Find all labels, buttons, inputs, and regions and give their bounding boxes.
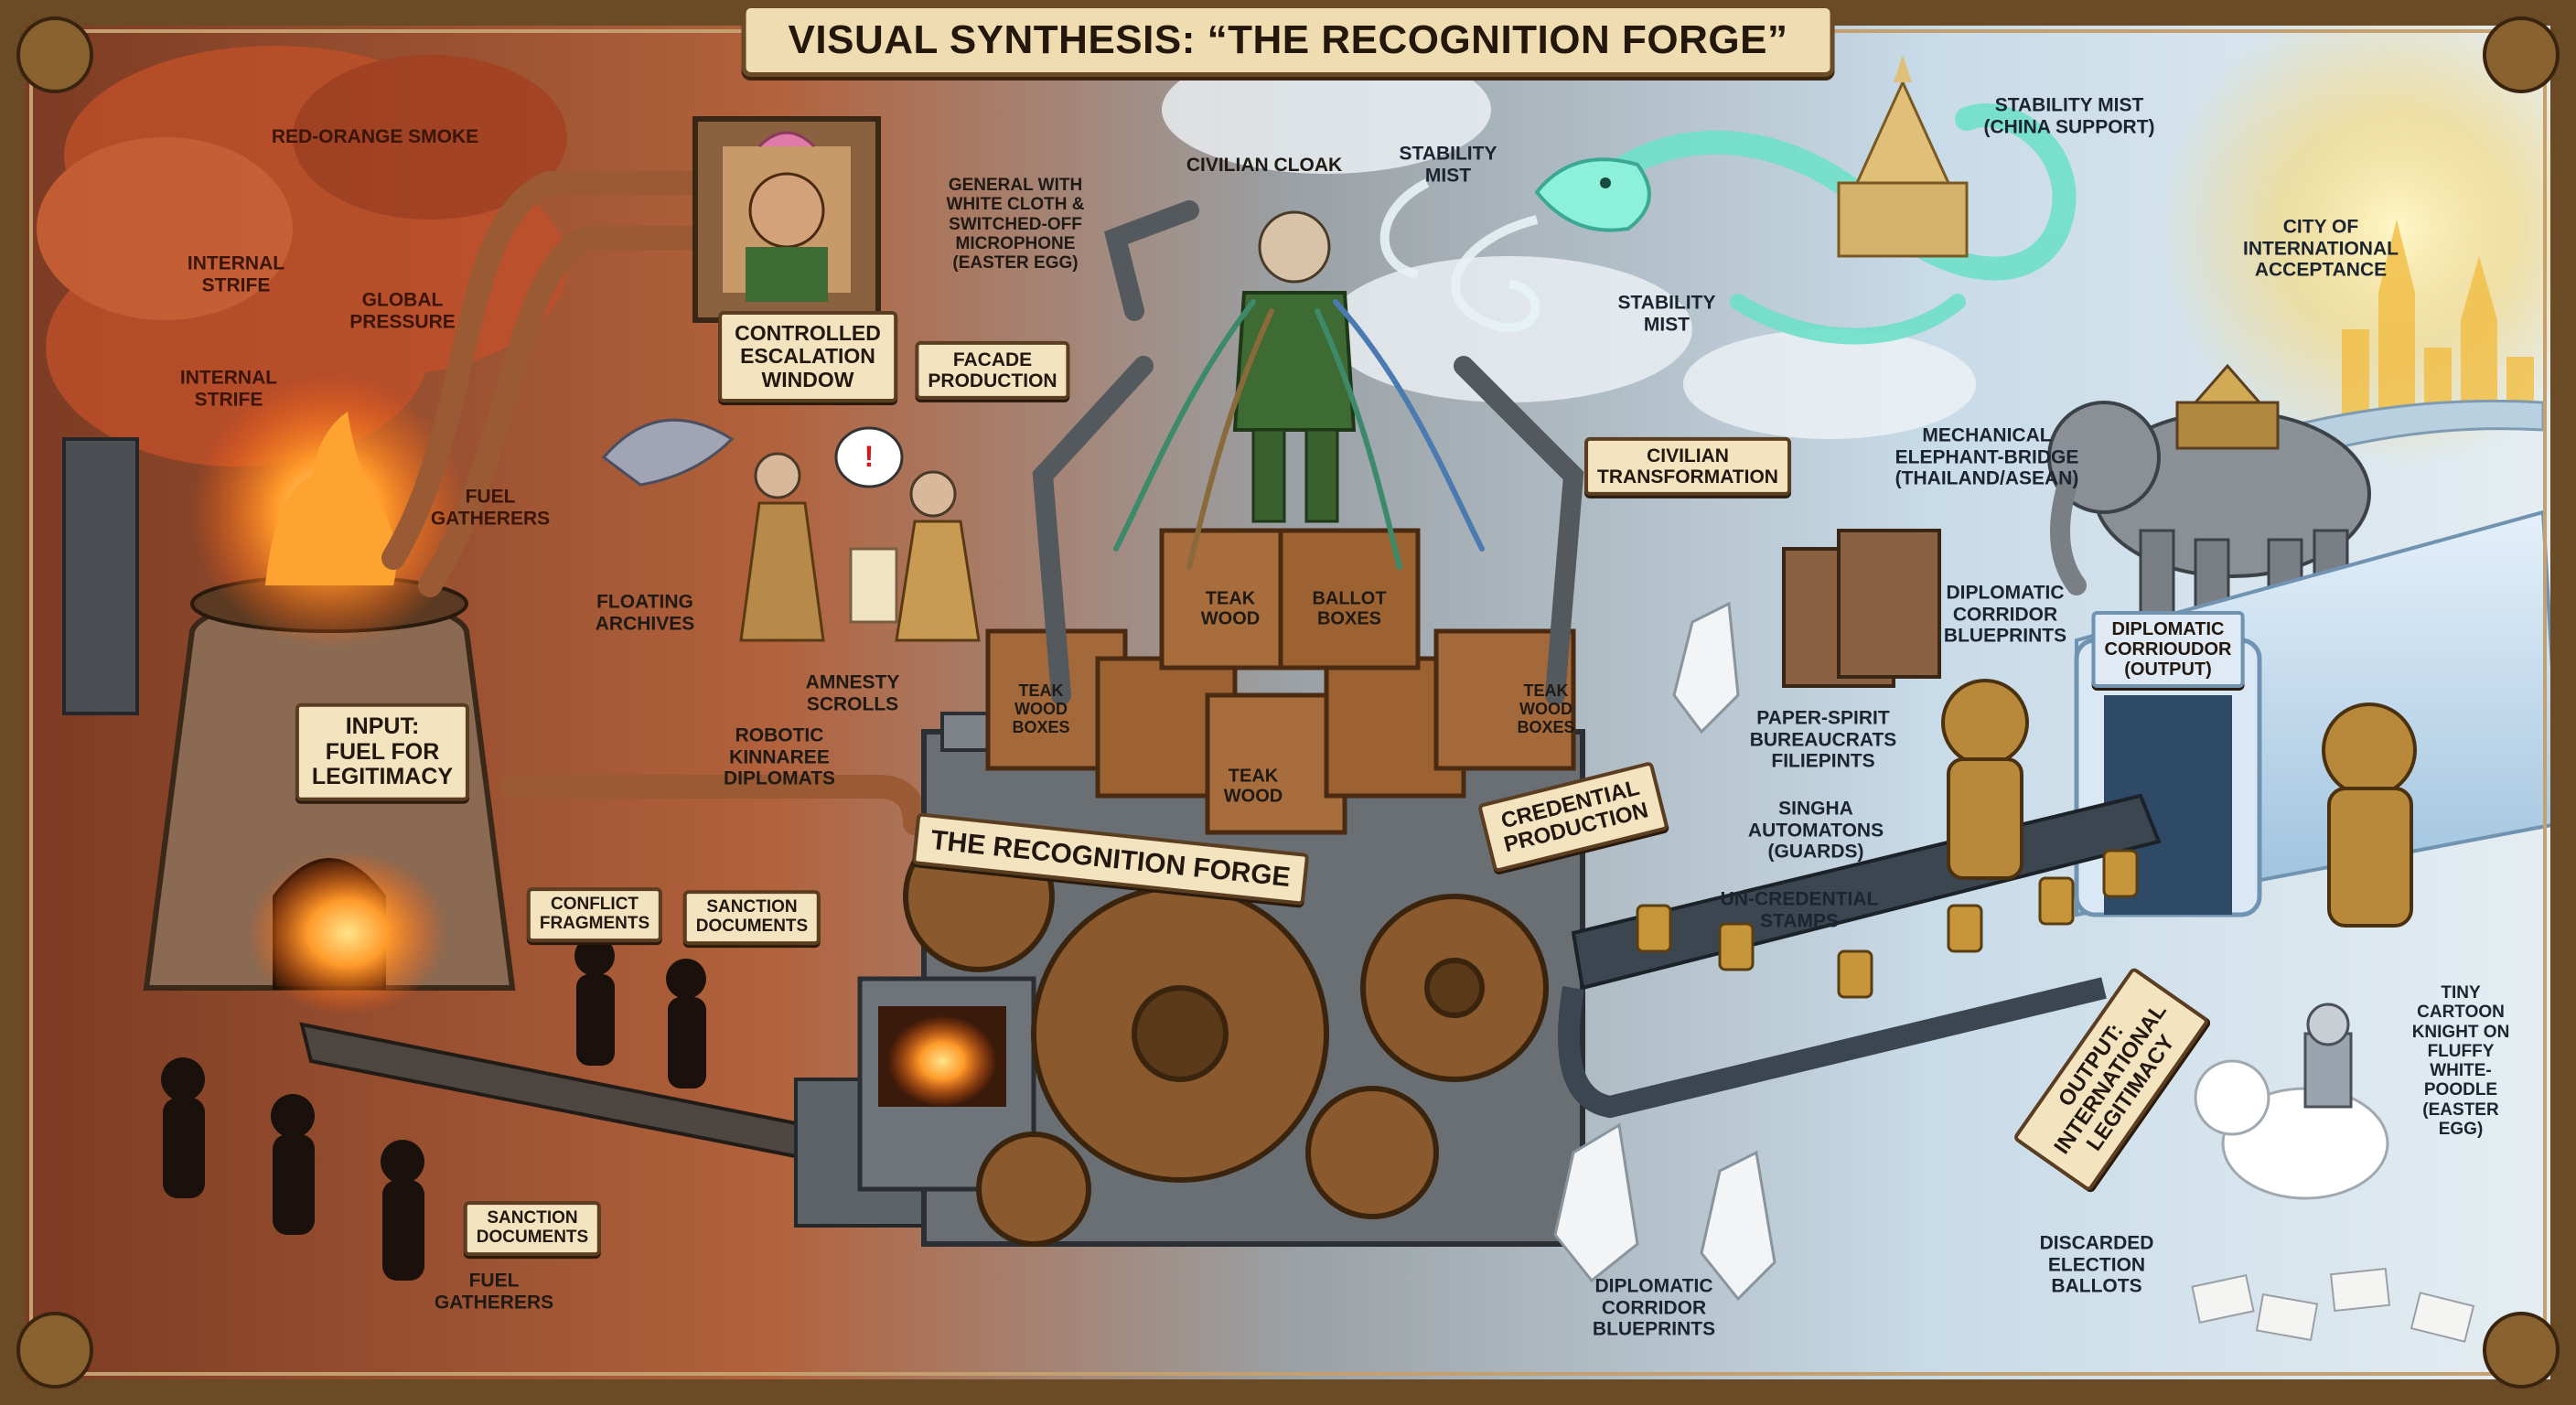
fuel-gatherer-silhouettes (161, 936, 706, 1281)
label-civilian-cloak: CIVILIAN CLOAK (1186, 155, 1343, 177)
plaque-diplomatic-corridor-output: DIPLOMATIC CORRIOUDOR (OUTPUT) (2091, 611, 2245, 688)
crate-label-teak-2: TEAK WOOD (1223, 766, 1283, 807)
floating-temple (1837, 55, 1969, 258)
stability-dragon (1589, 103, 2077, 345)
dragon-head (1534, 157, 1651, 232)
plaque-sanction-documents-1: SANCTION DOCUMENTS (682, 890, 821, 945)
label-stability-mist-1: STABILITY MIST (1399, 143, 1497, 186)
label-mechanical-elephant: MECHANICAL ELEPHANT-BRIDGE (THAILAND/ASE… (1894, 424, 2079, 489)
furnace-mouth-fire (247, 851, 448, 1015)
label-diplomatic-corridor-blueprints-1: DIPLOMATIC CORRIDOR BLUEPRINTS (1943, 582, 2067, 647)
label-singha-automatons: SINGHA AUTOMATONS (GUARDS) (1747, 798, 1884, 863)
label-un-credential-stamps: UN-CREDENTIAL STAMPS (1720, 888, 1879, 931)
crate-label-teak-1: TEAK WOOD (1200, 588, 1261, 629)
title-banner: VISUAL SYNTHESIS: “THE RECOGNITION FORGE… (741, 4, 1835, 77)
label-robotic-kinnaree: ROBOTIC KINNAREE DIPLOMATS (723, 724, 836, 789)
mechanical-elephant (2047, 363, 2371, 615)
crate-label-teak-boxes-2: TEAK WOOD BOXES (1517, 681, 1575, 737)
gears (903, 820, 1549, 1247)
knight-on-poodle (2194, 1003, 2389, 1200)
plaque-facade-production: FACADE PRODUCTION (915, 340, 1070, 401)
plaque-controlled-escalation: CONTROLLED ESCALATION WINDOW (718, 311, 897, 402)
label-fuel-gatherers-top: FUEL GATHERERS (430, 486, 551, 529)
label-stability-mist-2: STABILITY MIST (1617, 292, 1716, 335)
label-red-orange-smoke: RED-ORANGE SMOKE (271, 126, 479, 148)
label-discarded-ballots: DISCARDED ELECTION BALLOTS (2039, 1232, 2154, 1297)
plaque-sanction-documents-2: SANCTION DOCUMENTS (463, 1201, 602, 1256)
robotic-kinnaree (601, 418, 981, 642)
filing-cabinets (1782, 529, 1941, 688)
singha-automatons (1941, 679, 2417, 928)
escalation-window (692, 116, 881, 323)
label-fuel-gatherers-bottom: FUEL GATHERERS (434, 1270, 554, 1313)
label-stability-mist-china: STABILITY MIST (CHINA SUPPORT) (1983, 94, 2155, 137)
plaque-conflict-fragments: CONFLICT FRAGMENTS (526, 887, 663, 942)
corner-gears (16, 16, 2560, 1389)
discarded-ballots (2191, 1267, 2475, 1343)
alert-bubble (834, 426, 904, 488)
paper-spirit-bureaucrats (1553, 601, 1776, 1302)
label-general-easter-egg: GENERAL WITH WHITE CLOTH & SWITCHED-OFF … (946, 175, 1085, 273)
label-city-acceptance: CITY OF INTERNATIONAL ACCEPTANCE (2243, 216, 2399, 281)
plaque-input-fuel: INPUT: FUEL FOR LEGITIMACY (295, 702, 470, 801)
flame (265, 412, 397, 585)
plaque-civilian-transformation: CIVILIAN TRANSFORMATION (1584, 436, 1791, 497)
label-floating-archives: FLOATING ARCHIVES (595, 591, 695, 634)
credential-stamps (1636, 849, 2139, 999)
label-diplomatic-corridor-blueprints-2: DIPLOMATIC CORRIDOR BLUEPRINTS (1592, 1275, 1716, 1340)
poster-title: VISUAL SYNTHESIS: “THE RECOGNITION FORGE… (788, 17, 1788, 62)
label-internal-strife-2: INTERNAL STRIFE (179, 367, 278, 410)
label-tiny-knight: TINY CARTOON KNIGHT ON FLUFFY WHITE-POOD… (2411, 982, 2510, 1139)
label-global-pressure: GLOBAL PRESSURE (349, 289, 456, 332)
label-amnesty-scrolls: AMNESTY SCROLLS (805, 671, 900, 714)
label-paper-spirit: PAPER-SPIRIT BUREAUCRATS FILIEPINTS (1749, 707, 1897, 772)
stability-mist-swirls (1379, 178, 1540, 333)
alert-mark: ! (864, 440, 875, 474)
civilian-cloak-strands (1113, 299, 1485, 570)
copper-pipes (381, 171, 927, 835)
label-internal-strife-1: INTERNAL STRIFE (187, 252, 285, 295)
crate-label-ballot: BALLOT BOXES (1312, 588, 1387, 629)
crate-label-teak-boxes-1: TEAK WOOD BOXES (1012, 681, 1070, 737)
robotic-arms (1032, 200, 1584, 705)
